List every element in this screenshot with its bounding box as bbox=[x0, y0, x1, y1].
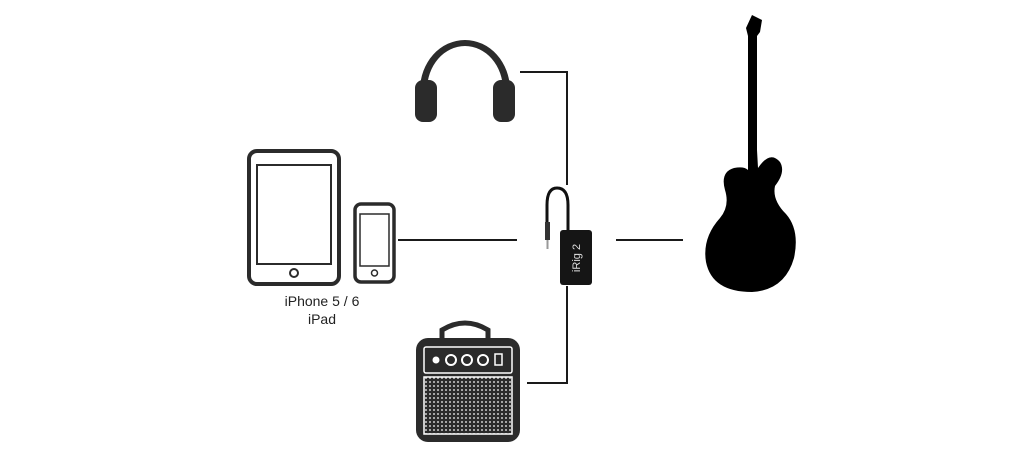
amp-cable bbox=[527, 286, 568, 384]
ipad-icon bbox=[247, 149, 341, 286]
irig-interface: iRig 2 bbox=[545, 186, 592, 285]
iphone-icon bbox=[353, 202, 396, 284]
headphones-cable bbox=[520, 71, 568, 185]
amplifier-icon bbox=[416, 320, 520, 442]
electric-guitar-icon bbox=[705, 15, 796, 292]
connection-lines bbox=[398, 71, 683, 384]
device-caption-line2: iPad bbox=[307, 311, 337, 327]
device-caption-line1: iPhone 5 / 6 bbox=[284, 293, 360, 309]
irig-label: iRig 2 bbox=[571, 244, 583, 272]
headphones-icon bbox=[415, 40, 515, 122]
